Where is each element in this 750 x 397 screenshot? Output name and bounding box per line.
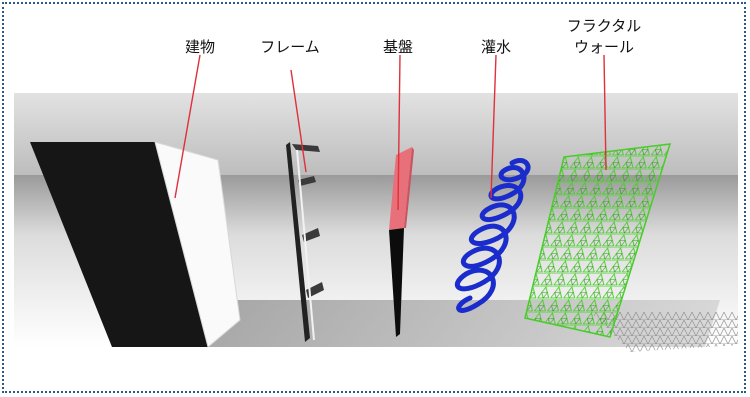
leader-frame [290,69,307,173]
fractal-wall-shadow [590,312,738,352]
leader-fractal-wall [603,54,607,171]
label-fractal-wall-line2: ウォール [574,38,634,56]
leader-irrigation [490,54,497,199]
fractal-wall [524,143,672,338]
irrigation-coil [454,158,531,313]
leader-building [174,54,201,199]
label-frame: フレーム [260,38,320,56]
label-building: 建物 [185,38,215,56]
frame-structure [286,142,324,342]
label-substrate: 基盤 [383,38,413,56]
leader-substrate [397,54,401,211]
label-irrigation: 灌水 [481,38,511,56]
leader-lines [174,54,607,211]
diagram-border [2,2,746,393]
substrate [389,147,414,337]
label-fractal-wall-line1: フラクタル [567,17,641,35]
